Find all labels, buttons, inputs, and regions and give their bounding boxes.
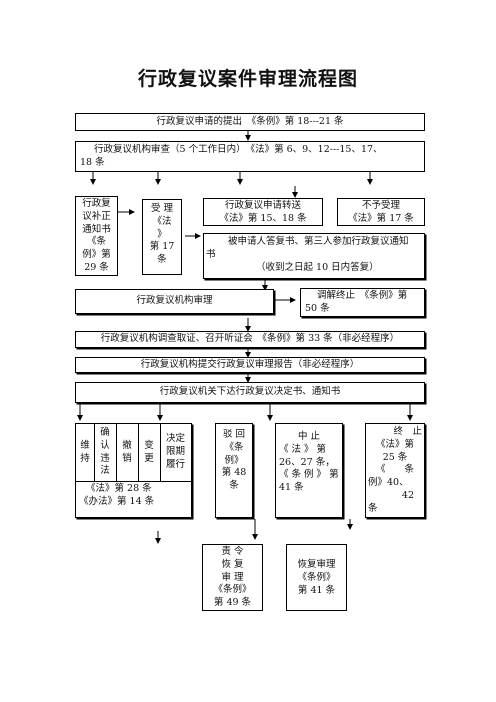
reject-line: 条: [229, 480, 239, 492]
box-terminate: 终 止 《法》第 25 条 《 条 例》40、 42 条: [365, 423, 425, 518]
correction-line: 《条: [86, 236, 106, 248]
box-resume-hearing: 恢复审理 《条例》 第 41 条: [286, 544, 347, 611]
transfer-line: 行政复议申请转送: [224, 200, 301, 211]
terminate-line: 25 条: [382, 451, 408, 463]
box-respondent-reply: 被申请人答复书、第三人参加行政复议通知 书 （收到之日起 10 日内答复）: [203, 233, 425, 279]
box-decision-types: 维 持 确 认 违 法 撤 销 变 更 决定 限期 履行 《法》第 28 条 《…: [75, 423, 192, 518]
box-investigation: 行政复议机构调查取证、召开听证会 《条例》第 33 条（非必经程序）: [75, 331, 425, 348]
correction-line: 通知书: [82, 223, 111, 235]
box-accept: 受 理 《法 》 第 17 条: [142, 199, 182, 275]
resume-line: 《条例》: [297, 571, 336, 583]
not-accept-line: 《法》第 17 条: [348, 212, 414, 224]
box-reject: 驳 回 《条 例》 第 48 条: [215, 423, 253, 518]
step-agency-review-line2: 18 条: [80, 156, 105, 168]
suspend-line: 《 条 例 》 第: [279, 469, 339, 481]
decision-confirm-illegal: 确 认 违 法: [94, 424, 117, 481]
reply-line1: 被申请人答复书、第三人参加行政复议通知: [228, 236, 409, 247]
revoke-char: 销: [122, 452, 132, 464]
reject-line: 例》: [224, 454, 244, 466]
box-decision: 行政复议机关下达行政复议决定书、通知书: [75, 382, 425, 403]
accept-line: 》: [157, 228, 167, 240]
terminate-line: 《法》第: [375, 438, 414, 450]
resume-line: 恢复审理: [297, 559, 336, 570]
box-suspend: 中 止 《 法 》 第 26、27 条， 《 条 例 》 第 41 条: [275, 423, 343, 518]
accept-line: 受 理: [150, 203, 174, 214]
uphold-char: 持: [80, 452, 90, 464]
confirm-char: 法: [100, 465, 110, 477]
revoke-char: 撤: [122, 439, 132, 451]
correction-line: 行政复: [82, 198, 111, 209]
box-report: 行政复议机构提交行政复议审理报告（非必经程序）: [75, 357, 425, 373]
terminate-line: 42: [401, 490, 414, 502]
decision-change: 变 更: [138, 424, 161, 481]
reject-line: 《条: [224, 441, 244, 453]
step-application-submitted: 行政复议申请的提出 《条例》第 18---21 条: [75, 113, 425, 131]
correction-line: 议补正: [82, 210, 111, 222]
suspend-line: 《 法 》 第: [279, 443, 327, 455]
accept-line: 条: [157, 254, 167, 266]
resume-line: 第 41 条: [297, 584, 336, 596]
hearing-text: 行政复议机构审理: [136, 295, 213, 307]
deadline-line: 决定: [165, 433, 185, 445]
deadline-line: 履行: [165, 458, 185, 470]
change-char: 变: [144, 439, 154, 451]
box-mediation-end: 调解终止 《条例》第 50 条: [300, 288, 425, 317]
accept-line: 第 17: [149, 241, 175, 253]
mediation-line: 50 条: [305, 302, 330, 314]
terminate-line: 《 条: [375, 464, 414, 476]
not-accept-line: 不予受理: [361, 200, 400, 211]
suspend-line: 41 条: [279, 482, 304, 494]
box-correction-notice: 行政复 议补正 通知书 《条 例》第 29 条: [75, 196, 118, 276]
confirm-char: 确: [100, 426, 110, 438]
order-resume-line: 恢 复: [221, 558, 244, 570]
reply-line2: 书: [206, 248, 216, 260]
order-resume-line: 责 令: [221, 546, 244, 557]
step-agency-review-line1: 行政复议机构审查（5 个工作日内） 《法》第 6、9、12---15、17、: [94, 144, 383, 155]
terminate-line: 终 止: [393, 426, 422, 437]
confirm-char: 违: [100, 452, 110, 464]
decision-law1: 《法》第 28 条: [86, 483, 152, 494]
decision-law2: 《办法》第 14 条: [79, 495, 155, 507]
reject-line: 驳 回: [222, 429, 246, 440]
decision-revoke: 撤 销: [116, 424, 139, 481]
box-transfer: 行政复议申请转送 《法》第 15、18 条: [203, 198, 323, 226]
reply-line3: （收到之日起 10 日内答复）: [256, 261, 379, 273]
box-not-accept: 不予受理 《法》第 17 条: [337, 198, 425, 226]
reject-line: 第 48: [221, 467, 247, 479]
report-text: 行政复议机构提交行政复议审理报告（非必经程序）: [140, 358, 360, 370]
step-agency-review: 行政复议机构审查（5 个工作日内） 《法》第 6、9、12---15、17、 1…: [75, 141, 425, 172]
order-resume-line: 审 理: [221, 571, 244, 583]
terminate-line: 例》40、: [368, 477, 409, 489]
mediation-line: 调解终止 《条例》第: [317, 290, 408, 301]
correction-line: 例》第: [82, 249, 111, 261]
transfer-line: 《法》第 15、18 条: [219, 212, 307, 224]
decision-text: 行政复议机关下达行政复议决定书、通知书: [159, 386, 341, 398]
decision-deadline-perform: 决定 限期 履行: [160, 424, 191, 481]
order-resume-line: 《条例》: [213, 584, 252, 596]
deadline-line: 限期: [165, 446, 185, 458]
suspend-line: 26、27 条，: [279, 456, 335, 468]
decision-uphold: 维 持: [76, 424, 95, 481]
step-application-text: 行政复议申请的提出 《条例》第 18---21 条: [156, 115, 344, 127]
confirm-char: 认: [100, 439, 110, 451]
box-agency-hearing: 行政复议机构审理: [75, 289, 274, 314]
accept-line: 《法: [152, 215, 172, 227]
terminate-line: 条: [368, 502, 378, 514]
order-resume-line: 第 49 条: [213, 597, 252, 609]
page-title: 行政复议案件审理流程图: [137, 68, 358, 90]
decision-basis: 《法》第 28 条 《办法》第 14 条: [76, 481, 191, 509]
change-char: 更: [144, 452, 154, 464]
correction-line: 29 条: [84, 262, 109, 274]
box-order-resume: 责 令 恢 复 审 理 《条例》 第 49 条: [202, 544, 263, 611]
investigation-text: 行政复议机构调查取证、召开听证会 《条例》第 33 条（非必经程序）: [100, 333, 400, 345]
uphold-char: 维: [80, 439, 90, 451]
suspend-line: 中 止: [297, 431, 321, 442]
